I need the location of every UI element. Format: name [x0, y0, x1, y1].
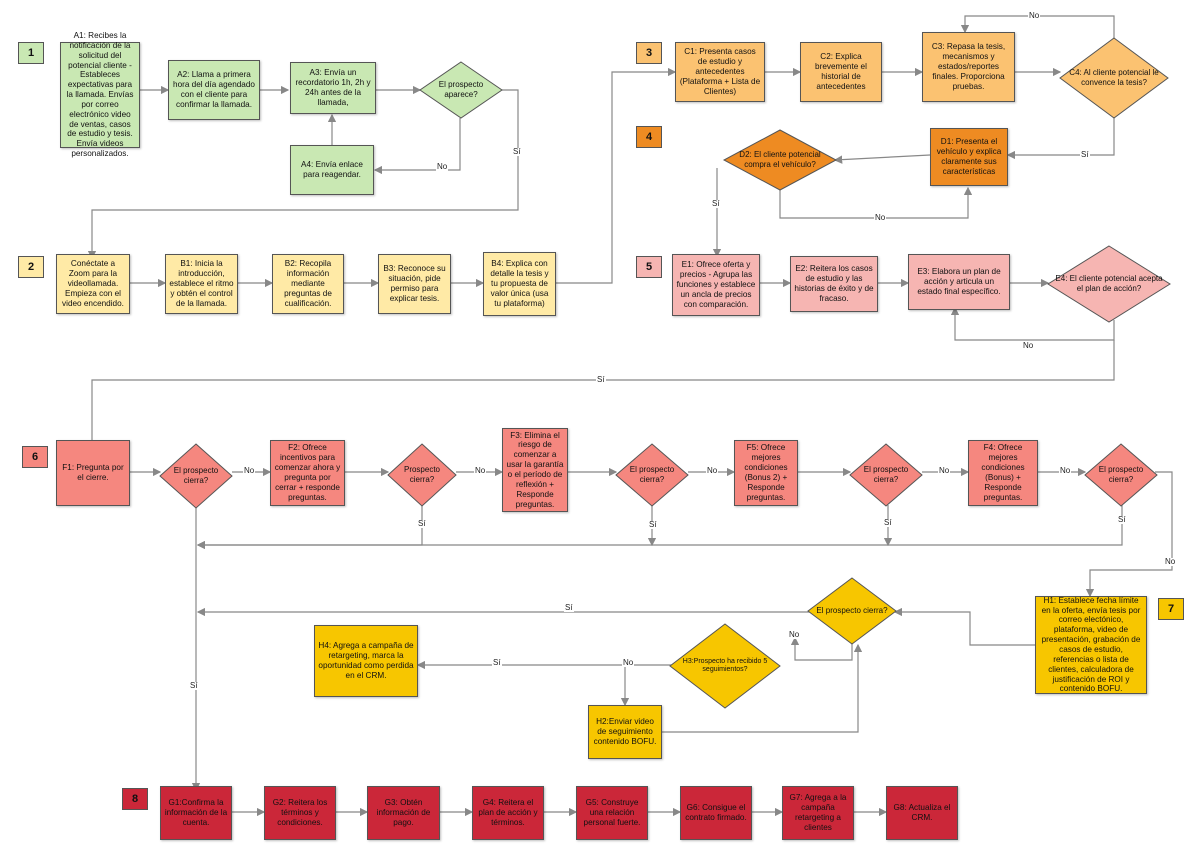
step-e3: E3: Elabora un plan de acción y articula…: [908, 254, 1010, 310]
stage-8-marker: 8: [122, 788, 148, 810]
step-h4: H4: Agrega a campaña de retargeting, mar…: [314, 625, 418, 697]
edge-label-no: No: [788, 630, 801, 639]
decision-e4: E4: El cliente potencial acepta el plan …: [1047, 245, 1171, 323]
decision-close-2: Prospecto cierra?: [387, 443, 457, 507]
step-c1: C1: Presenta casos de estudio y antecede…: [675, 42, 765, 102]
stage-4-marker: 4: [636, 126, 662, 148]
decision-d2: D2: El cliente potencial compra el vehíc…: [722, 129, 838, 191]
step-g2: G2: Reitera los términos y condiciones.: [264, 786, 336, 840]
step-g8: G8: Actualiza el CRM.: [886, 786, 958, 840]
step-g7: G7: Agrega a la campaña retargeting a cl…: [782, 786, 854, 840]
stage-5-marker: 5: [636, 256, 662, 278]
edge-label-no: No: [1028, 11, 1041, 20]
edge-label-yes: Sí: [648, 520, 658, 529]
step-e2: E2: Reitera los casos de estudio y las h…: [790, 256, 878, 312]
step-f5: F5: Ofrece mejores condiciones (Bonus 2)…: [734, 440, 798, 506]
edge-label-yes: Sí: [596, 375, 606, 384]
step-a2: A2: Llama a primera hora del día agendad…: [168, 60, 260, 120]
step-c2: C2: Explica brevemente el historial de a…: [800, 42, 882, 102]
edge-label-no: No: [436, 162, 449, 171]
step-f2: F2: Ofrece incentivos para comenzar ahor…: [270, 440, 345, 506]
stage-2-marker: 2: [18, 256, 44, 278]
edge-label-yes: Sí: [1080, 150, 1090, 159]
edge-label-yes: Sí: [417, 519, 427, 528]
decision-c4: C4: Al cliente potencial le convence la …: [1059, 37, 1169, 119]
step-h2: H2:Enviar video de seguimiento contenido…: [588, 705, 662, 759]
decision-prospect-appears: El prospecto aparece?: [419, 61, 503, 119]
decision-close-5: El prospecto cierra?: [1084, 443, 1158, 507]
step-f4: F4: Ofrece mejores condiciones (Bonus) +…: [968, 440, 1038, 506]
step-h1: H1: Establece fecha límite en la oferta,…: [1035, 596, 1147, 694]
step-c3: C3: Repasa la tesis, mecanismos y estado…: [922, 32, 1015, 102]
step-f1: F1: Pregunta por el cierre.: [56, 440, 130, 506]
edge-label-no: No: [938, 466, 951, 475]
edge-label-no: No: [1164, 557, 1177, 566]
decision-h3: H3:Prospecto ha recibido 5 seguimientos?: [669, 623, 781, 709]
edge-label-no: No: [622, 658, 635, 667]
step-g3: G3: Obtén información de pago.: [367, 786, 440, 840]
step-b1: B1: Inicia la introducción, establece el…: [165, 254, 238, 314]
step-g1: G1:Confirma la información de la cuenta.: [160, 786, 232, 840]
step-g4: G4: Reitera el plan de acción y términos…: [472, 786, 544, 840]
stage-6-marker: 6: [22, 446, 48, 468]
step-e1: E1: Ofrece oferta y precios - Agrupa las…: [672, 254, 760, 316]
stage-1-marker: 1: [18, 42, 44, 64]
edge-label-yes: Sí: [189, 681, 199, 690]
edge-label-no: No: [706, 466, 719, 475]
step-b2: B2: Recopila información mediante pregun…: [272, 254, 344, 314]
edge-label-yes: Sí: [711, 199, 721, 208]
edge-label-no: No: [1022, 341, 1035, 350]
edge-label-no: No: [474, 466, 487, 475]
step-a1: A1: Recibes la notificación de la solici…: [60, 31, 140, 158]
step-b3: B3: Reconoce su situación, pide permiso …: [378, 254, 451, 314]
edge-label-yes: Sí: [883, 518, 893, 527]
step-g5: G5: Construye una relación personal fuer…: [576, 786, 648, 840]
edge-label-yes: Sí: [512, 147, 522, 156]
step-a4: A4: Envía enlace para reagendar.: [290, 145, 374, 195]
step-d1: D1: Presenta el vehículo y explica clara…: [930, 128, 1008, 186]
decision-close-1: El prospecto cierra?: [159, 443, 233, 509]
edge-label-yes: Sí: [492, 658, 502, 667]
edge-label-yes: Sí: [1117, 515, 1127, 524]
step-g6: G6: Consigue el contrato firmado.: [680, 786, 752, 840]
edge-label-yes: Sí: [564, 603, 574, 612]
decision-close-4: El prospecto cierra?: [849, 443, 923, 507]
edge-label-no: No: [243, 466, 256, 475]
step-b0: Conéctate a Zoom para la videollamada. E…: [56, 254, 130, 314]
step-f3: F3: Elimina el riesgo de comenzar a usar…: [502, 428, 568, 512]
step-b4: B4: Explica con detalle la tesis y tu pr…: [483, 252, 556, 316]
stage-7-marker: 7: [1158, 598, 1184, 620]
edge-label-no: No: [874, 213, 887, 222]
decision-close-3: El prospecto cierra?: [615, 443, 689, 507]
stage-3-marker: 3: [636, 42, 662, 64]
decision-h-close: El prospecto cierra?: [807, 577, 897, 645]
edge-label-no: No: [1059, 466, 1072, 475]
step-a3: A3: Envía un recordatorio 1h, 2h y 24h a…: [290, 62, 376, 114]
